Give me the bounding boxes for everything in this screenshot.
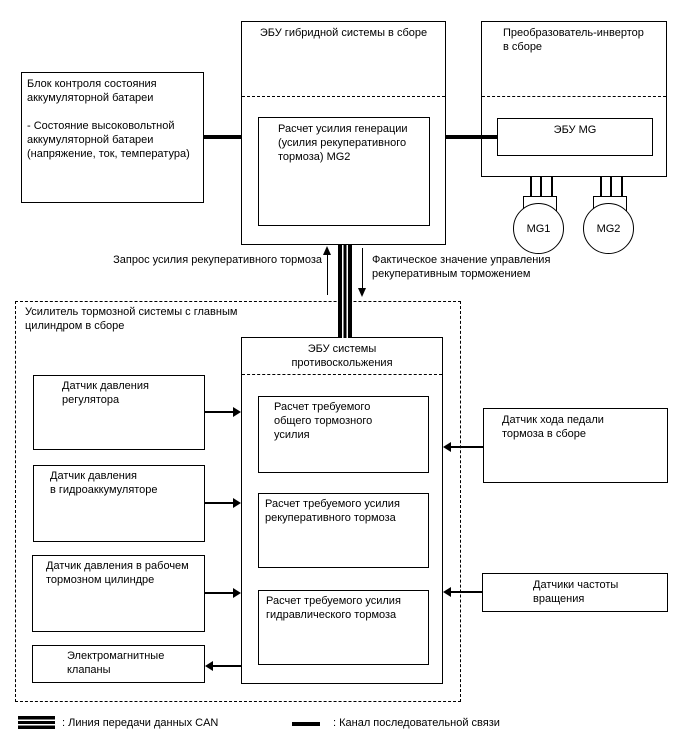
legend-can-label: : Линия передачи данных CAN (62, 717, 219, 729)
regulator-pressure-sensor-text: Датчик давления регулятора (62, 380, 149, 406)
brake-booster-title: Усилитель тормозной системы с главным ци… (25, 306, 238, 332)
total-brake-force-calc-text: Расчет требуемого общего тормозного усил… (274, 401, 373, 441)
mg2-phase-line (600, 177, 602, 197)
hybrid-ecu-title: ЭБУ гибридной системы в сборе (259, 27, 428, 39)
mg1-phase-line (551, 177, 553, 197)
arrow-down-line (361, 248, 363, 289)
mg-ecu-title: ЭБУ MG (553, 124, 597, 136)
generation-force-calc-text: Расчет усилия генерации (усилия рекупера… (278, 123, 408, 163)
arrow-left-icon (205, 661, 213, 671)
skid-ecu-divider (242, 374, 442, 375)
actual-flow-label: Фактическое значение управления рекупера… (372, 254, 551, 280)
can-line-symbol (18, 716, 55, 729)
wheel-cylinder-pressure-sensor-box: Датчик давления в рабочем тормозном цили… (32, 555, 205, 632)
generation-force-calc-box: Расчет усилия генерации (усилия рекупера… (258, 117, 430, 226)
arrow-pedal-line (451, 446, 483, 448)
hybrid-ecu-box: ЭБУ гибридной системы в сборе Расчет уси… (241, 21, 446, 245)
brake-pedal-stroke-sensor-box: Датчик хода педали тормоза в сборе (483, 408, 668, 483)
hydraulic-brake-force-calc-box: Расчет требуемого усилия гидравлического… (258, 590, 429, 665)
serial-line-battery-to-hybrid (204, 135, 241, 139)
arrow-speed-line (451, 591, 482, 593)
brake-pedal-stroke-sensor-text: Датчик хода педали тормоза в сборе (502, 414, 604, 440)
regen-brake-force-calc-box: Расчет требуемого усилия рекуперативного… (258, 493, 429, 568)
arrow-up-line (326, 254, 328, 295)
battery-monitor-text: Блок контроля состояния аккумуляторной б… (27, 78, 190, 160)
mg2-phase-line (610, 177, 612, 197)
arrow-cylinder-line (205, 592, 233, 594)
can-bus-line (338, 245, 352, 338)
mg-ecu-box: ЭБУ MG (497, 118, 653, 156)
request-flow-label: Запрос усилия рекуперативного тормоза (113, 254, 322, 266)
mg1-phase-line (530, 177, 532, 197)
accumulator-pressure-sensor-box: Датчик давления в гидроаккумуляторе (33, 465, 205, 542)
solenoid-valves-text: Электромагнитные клапаны (67, 650, 165, 676)
speed-sensors-box: Датчики частоты вращения (482, 573, 668, 612)
arrow-right-icon (233, 498, 241, 508)
arrow-left-icon (443, 442, 451, 452)
skid-control-ecu-box: ЭБУ системы противоскольжения Расчет тре… (241, 337, 443, 684)
arrow-up-icon (322, 246, 331, 255)
inverter-title: Преобразователь-инвертор в сборе (503, 27, 644, 53)
brake-booster-container: Усилитель тормозной системы с главным ци… (15, 301, 461, 702)
serial-line-symbol (292, 722, 320, 726)
inverter-divider (482, 96, 666, 97)
arrow-right-icon (233, 407, 241, 417)
mg2-label: MG2 (596, 222, 621, 235)
wheel-cylinder-pressure-sensor-text: Датчик давления в рабочем тормозном цили… (46, 560, 189, 586)
solenoid-valves-box: Электромагнитные клапаны (32, 645, 205, 683)
serial-line-hybrid-to-mg (446, 135, 497, 139)
mg1-phase-line (540, 177, 542, 197)
regulator-pressure-sensor-box: Датчик давления регулятора (33, 375, 205, 450)
arrow-down-icon (358, 288, 366, 297)
regen-brake-force-calc-text: Расчет требуемого усилия рекуперативного… (265, 498, 400, 524)
skid-control-ecu-title: ЭБУ системы противоскольжения (291, 343, 393, 369)
inverter-box: Преобразователь-инвертор в сборе ЭБУ MG (481, 21, 667, 177)
arrow-valves-line (213, 665, 241, 667)
mg2-phase-line (621, 177, 623, 197)
legend-serial-label: : Канал последовательной связи (333, 717, 500, 729)
mg1-label: MG1 (526, 222, 551, 235)
battery-monitor-box: Блок контроля состояния аккумуляторной б… (21, 72, 204, 203)
arrow-right-icon (233, 588, 241, 598)
hybrid-ecu-divider (242, 96, 445, 97)
arrow-left-icon (443, 587, 451, 597)
hydraulic-brake-force-calc-text: Расчет требуемого усилия гидравлического… (266, 595, 401, 621)
accumulator-pressure-sensor-text: Датчик давления в гидроаккумуляторе (50, 470, 158, 496)
speed-sensors-text: Датчики частоты вращения (533, 579, 619, 605)
mg1-motor-icon: MG1 (513, 203, 564, 254)
arrow-accumulator-line (205, 502, 233, 504)
arrow-regulator-line (205, 411, 233, 413)
mg2-motor-icon: MG2 (583, 203, 634, 254)
total-brake-force-calc-box: Расчет требуемого общего тормозного усил… (258, 396, 429, 473)
